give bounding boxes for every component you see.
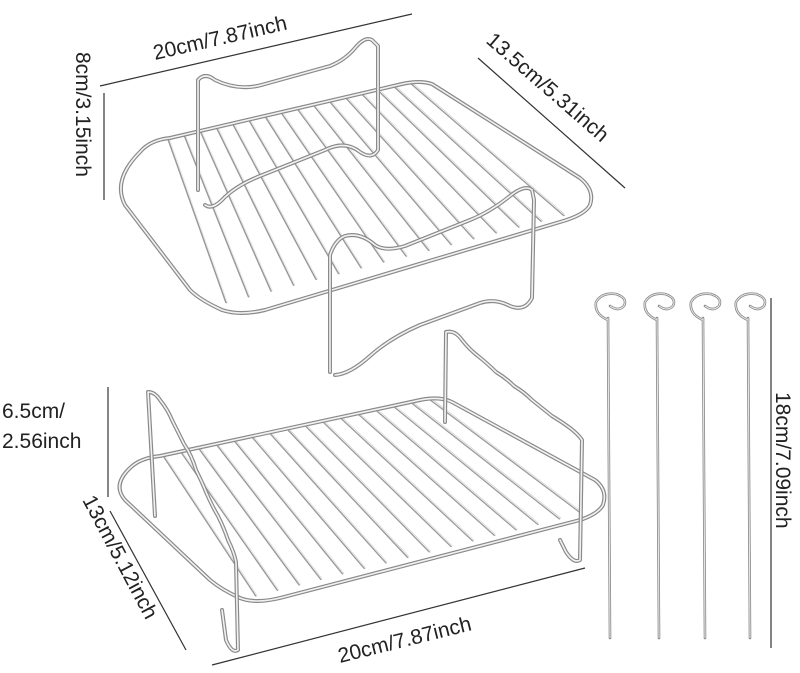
bottom-rack-bar [269, 432, 388, 564]
bottom-rack-bar [376, 409, 518, 531]
bottom-rack-bar-highlight [306, 425, 431, 552]
top-rack-bar [345, 97, 475, 240]
bottom-rack-bar [216, 443, 323, 580]
bottom-rack-bar [340, 417, 474, 542]
bottom-rack-bar-highlight [360, 414, 496, 536]
skewer-shaft [747, 317, 751, 639]
top-rack-bar-highlight [282, 112, 385, 262]
bottom-rack-bar [429, 398, 583, 514]
bottom-rack-width-label: 20cm/7.87inch [336, 612, 474, 667]
top-rack-bars [166, 82, 565, 304]
bottom-depth-dim-line [109, 510, 187, 651]
bottom-rack-bar-highlight [217, 444, 323, 580]
top-rack-bar [215, 126, 295, 286]
skewer [734, 292, 767, 640]
bottom-width-dim-line [211, 567, 586, 666]
bottom-rack-bar-highlight [164, 455, 258, 596]
top-rack-bar-highlight [412, 83, 565, 216]
skewer-shaft [607, 317, 611, 639]
top-rack-bar-highlight [233, 123, 318, 280]
bottom-rack-bars [162, 398, 583, 597]
top-width-dim-line [99, 13, 413, 87]
skewer-loop [735, 293, 766, 321]
bottom-rack-depth-label: 13cm/5.12inch [78, 492, 162, 623]
top-rack-bar-highlight [168, 137, 228, 303]
top-rack-bar [329, 100, 453, 246]
skewer-loop [644, 293, 675, 321]
top-rack-frame-highlight [120, 81, 593, 314]
dimension-lines [99, 13, 772, 666]
top-rack-bar-highlight [363, 94, 498, 233]
skewer [594, 292, 627, 640]
bottom-rack-bar-highlight [271, 433, 388, 563]
top-rack-bar [361, 93, 498, 234]
top-rack-bar [410, 82, 565, 217]
skewer-loop [690, 293, 721, 321]
top-rack-bar [199, 129, 273, 292]
bottom-rack-bar [305, 424, 431, 553]
top-rack-bar [166, 136, 228, 304]
skewers [594, 292, 767, 640]
bottom-rack-bar [162, 454, 258, 597]
bottom-rack-bar [394, 406, 539, 525]
bottom-rack-bar-highlight [288, 429, 409, 558]
top-rack-bar-highlight [314, 105, 430, 251]
bottom-rack-bar-highlight [378, 410, 518, 530]
top-rack [119, 37, 594, 377]
bottom-rack-bar [251, 436, 366, 569]
skewer-shaft [656, 317, 660, 639]
bottom-rack-bar-highlight [413, 403, 561, 519]
bottom-rack [117, 329, 607, 653]
bottom-rack-bar-highlight [199, 448, 301, 585]
bottom-rack-bar-highlight [253, 436, 366, 569]
bottom-rack-height-label-in: 2.56inch [2, 430, 81, 453]
top-rack-frame [119, 80, 594, 315]
bottom-rack-bar [198, 447, 301, 586]
top-rack-bar-highlight [249, 119, 340, 274]
bottom-rack-left-leg-highlight [147, 391, 239, 652]
top-rack-bar-highlight [217, 126, 295, 286]
bottom-rack-bar-highlight [395, 406, 540, 525]
bottom-rack-bar [323, 421, 453, 547]
top-rack-back-handle-highlight [197, 38, 379, 208]
skewer-shaft [702, 317, 706, 639]
top-rack-bar [313, 104, 430, 251]
bottom-rack-bar-highlight [431, 399, 583, 514]
bottom-rack-bar-highlight [342, 418, 474, 541]
top-rack-bar [296, 107, 408, 257]
bottom-rack-bar [233, 439, 344, 575]
top-rack-bar [280, 111, 385, 263]
skewer-length-label: 18cm/7.09inch [771, 392, 794, 529]
bottom-rack-bar [358, 413, 496, 536]
top-rack-width-label: 20cm/7.87inch [151, 12, 289, 65]
bottom-rack-frame-highlight [118, 397, 606, 602]
bottom-rack-right-leg-highlight [444, 330, 583, 562]
top-rack-bar-highlight [298, 108, 408, 257]
top-rack-bar-highlight [184, 134, 251, 297]
top-rack-bar-highlight [265, 115, 363, 268]
top-rack-bar [394, 86, 543, 222]
top-rack-bar [183, 133, 250, 298]
skewer [643, 292, 676, 640]
bottom-rack-bar-highlight [235, 440, 344, 574]
top-rack-height-label: 8cm/3.15inch [71, 52, 94, 177]
top-rack-bar-highlight [200, 130, 273, 291]
top-rack-bar [264, 115, 363, 269]
top-rack-bar-highlight [330, 101, 453, 245]
top-depth-dim-line [477, 57, 626, 189]
top-rack-bar [231, 122, 318, 281]
top-rack-bar [248, 118, 340, 275]
top-rack-bar-highlight [395, 86, 543, 222]
bottom-rack-bar-highlight [324, 421, 453, 547]
top-rack-bar-highlight [347, 97, 475, 239]
skewer-loop [595, 293, 626, 321]
top-rack-bar [378, 89, 520, 228]
bottom-rack-bar [412, 402, 561, 520]
top-rack-front-handle-highlight [329, 187, 535, 376]
bottom-rack-bar [287, 428, 409, 558]
skewer [689, 292, 722, 640]
bottom-rack-height-label-cm: 6.5cm/ [2, 400, 65, 423]
